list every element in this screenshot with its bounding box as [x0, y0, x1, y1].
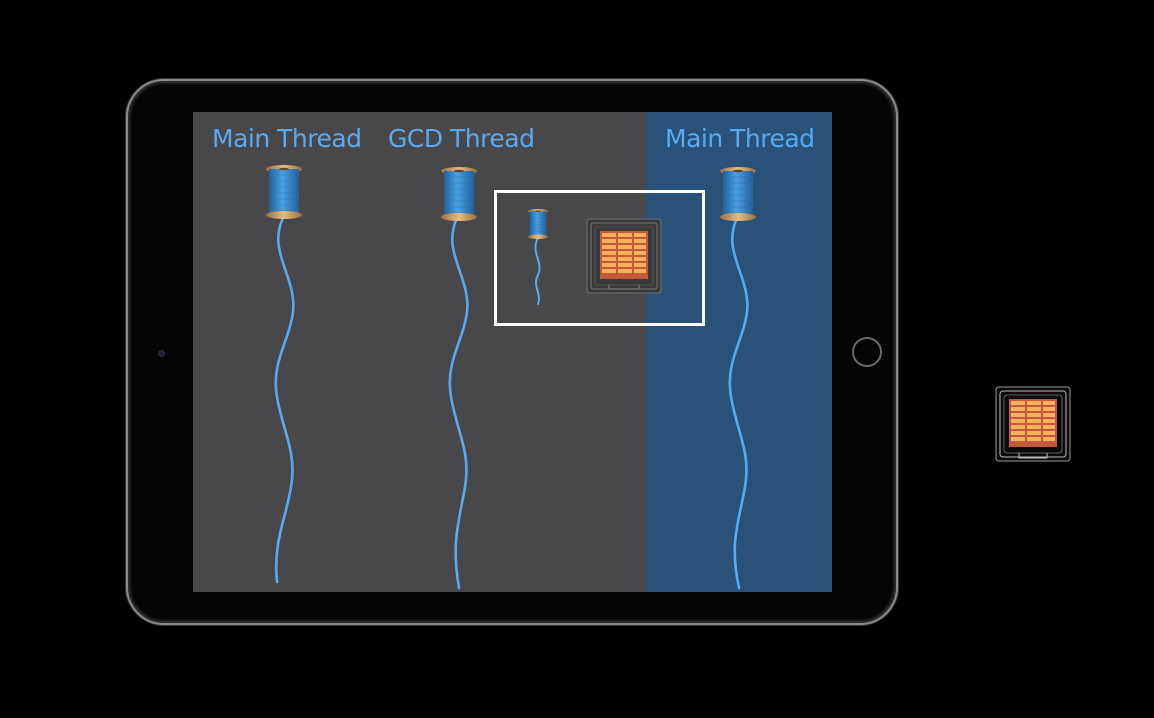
ipad-screen: Main Thread GCD Thread Main Thread	[193, 112, 832, 592]
zoom-inset-box	[494, 190, 705, 326]
threads-diagram	[193, 112, 832, 592]
home-button[interactable]	[852, 337, 882, 367]
thread-spool-icon	[720, 167, 756, 221]
main-thread-line-1	[276, 218, 294, 582]
cpu-chip-icon	[995, 386, 1071, 462]
gcd-thread-line	[450, 218, 468, 588]
front-camera	[159, 351, 164, 356]
main-thread-line-2	[730, 218, 748, 588]
thread-spool-icon	[441, 167, 477, 221]
thread-spool-icon	[266, 165, 302, 219]
